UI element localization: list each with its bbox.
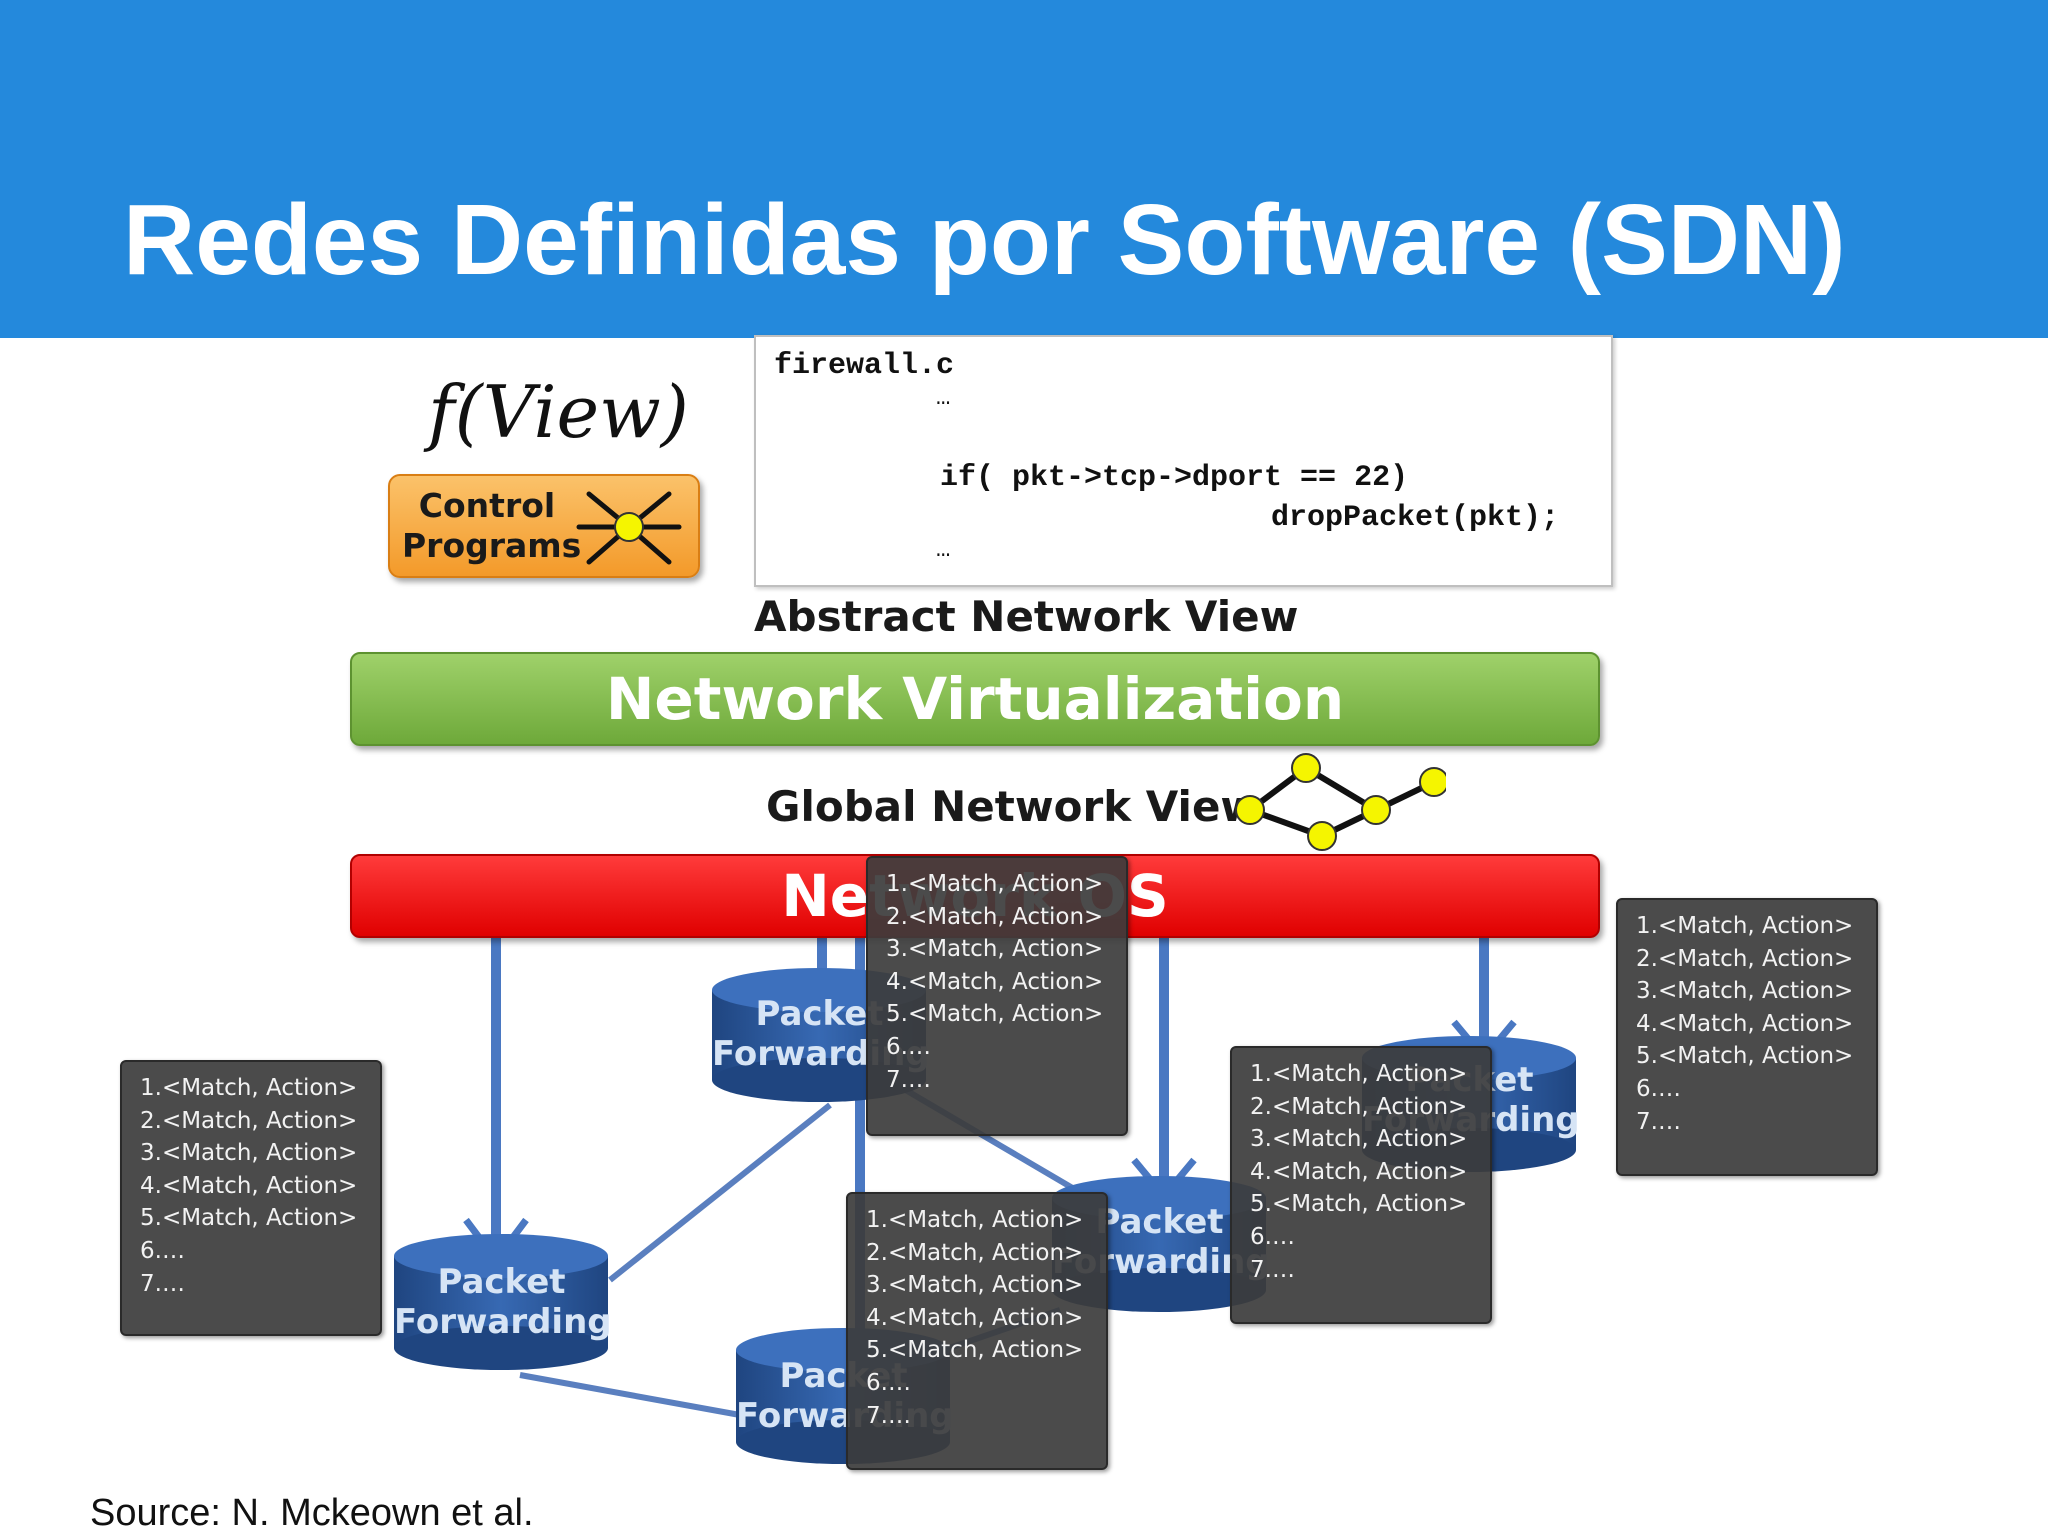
flow-table-row: 6.… bbox=[140, 1237, 185, 1264]
paren-right: ) bbox=[660, 370, 689, 454]
flow-table: 1.<Match, Action> 2.<Match, Action> 3.<M… bbox=[1230, 1046, 1492, 1324]
source-citation: Source: N. Mckeown et al. bbox=[90, 1492, 534, 1534]
flow-table-row: 7.… bbox=[866, 1402, 911, 1429]
flow-table-row: 3.<Match, Action> bbox=[1636, 978, 1854, 1005]
flow-table-row: 2.<Match, Action> bbox=[1636, 945, 1854, 972]
flow-table-row: 7.… bbox=[140, 1270, 185, 1297]
abstract-view-label: Abstract Network View bbox=[754, 592, 1299, 641]
flow-table-row: 1.<Match, Action> bbox=[140, 1075, 358, 1101]
flow-table-row: 7.… bbox=[1636, 1108, 1681, 1135]
flow-table-row: 6.… bbox=[866, 1369, 911, 1396]
flow-table-row: 1.<Match, Action> bbox=[866, 1207, 1084, 1233]
code-line-3: dropPacket(pkt); bbox=[1271, 501, 1560, 535]
flow-table-row: 3.<Match, Action> bbox=[1250, 1126, 1468, 1153]
flow-table-row: 5.<Match, Action> bbox=[140, 1205, 358, 1232]
flow-table: 1.<Match, Action> 2.<Match, Action> 3.<M… bbox=[846, 1192, 1108, 1470]
packet-forwarding-node: Packet Forwarding bbox=[394, 1262, 612, 1342]
flow-table-row: 4.<Match, Action> bbox=[1250, 1158, 1468, 1185]
code-filename: firewall.c bbox=[774, 349, 955, 383]
graph-icon bbox=[1235, 753, 1446, 851]
firewall-code-box: firewall.c … if( pkt->tcp->dport == 22) … bbox=[754, 335, 1613, 587]
flow-table-row: 4.<Match, Action> bbox=[1636, 1010, 1854, 1037]
flow-table-row: 1.<Match, Action> bbox=[886, 871, 1104, 897]
flow-table-row: 2.<Match, Action> bbox=[140, 1107, 358, 1134]
function-arg: View bbox=[482, 370, 661, 454]
control-programs-label: Control Programs bbox=[402, 486, 582, 565]
flow-table-row: 5.<Match, Action> bbox=[866, 1337, 1084, 1364]
slide-title: Redes Definidas por Software (SDN) bbox=[123, 184, 1846, 296]
control-programs-box: Control Programs bbox=[388, 474, 700, 578]
flow-table-row: 5.<Match, Action> bbox=[886, 1001, 1104, 1028]
flow-table-row: 3.<Match, Action> bbox=[140, 1140, 358, 1167]
flow-table-row: 6.… bbox=[886, 1033, 931, 1060]
flow-table-row: 2.<Match, Action> bbox=[886, 903, 1104, 930]
star-burst-icon bbox=[576, 491, 682, 565]
flow-table-row: 2.<Match, Action> bbox=[1250, 1093, 1468, 1120]
flow-table: 1.<Match, Action> 2.<Match, Action> 3.<M… bbox=[1616, 898, 1878, 1176]
flow-table-row: 1.<Match, Action> bbox=[1636, 913, 1854, 939]
flow-table-row: 7.… bbox=[886, 1066, 931, 1093]
function-name: f bbox=[428, 370, 455, 454]
flow-table-row: 5.<Match, Action> bbox=[1250, 1191, 1468, 1218]
flow-table-row: 2.<Match, Action> bbox=[866, 1239, 1084, 1266]
code-line-2: if( pkt->tcp->dport == 22) bbox=[940, 461, 1409, 495]
flow-table: 1.<Match, Action> 2.<Match, Action> 3.<M… bbox=[120, 1060, 382, 1336]
flow-table-row: 6.… bbox=[1636, 1075, 1681, 1102]
flow-table-row: 1.<Match, Action> bbox=[1250, 1061, 1468, 1087]
flow-table-row: 4.<Match, Action> bbox=[886, 968, 1104, 995]
flow-table-row: 6.… bbox=[1250, 1223, 1295, 1250]
flow-table-row: 4.<Match, Action> bbox=[140, 1172, 358, 1199]
global-view-label: Global Network View bbox=[766, 782, 1260, 831]
flow-table-row: 5.<Match, Action> bbox=[1636, 1043, 1854, 1070]
slide-header: Redes Definidas por Software (SDN) bbox=[0, 0, 2048, 338]
code-line-1: … bbox=[936, 385, 951, 412]
code-line-4: … bbox=[936, 537, 951, 564]
network-virtualization-band: Network Virtualization bbox=[350, 652, 1600, 746]
flow-table-row: 3.<Match, Action> bbox=[866, 1272, 1084, 1299]
function-label: f(View) bbox=[428, 370, 689, 454]
flow-table-row: 4.<Match, Action> bbox=[866, 1304, 1084, 1331]
flow-table-row: 7.… bbox=[1250, 1256, 1295, 1283]
flow-table: 1.<Match, Action> 2.<Match, Action> 3.<M… bbox=[866, 856, 1128, 1136]
flow-table-row: 3.<Match, Action> bbox=[886, 936, 1104, 963]
paren-left: ( bbox=[454, 370, 483, 454]
